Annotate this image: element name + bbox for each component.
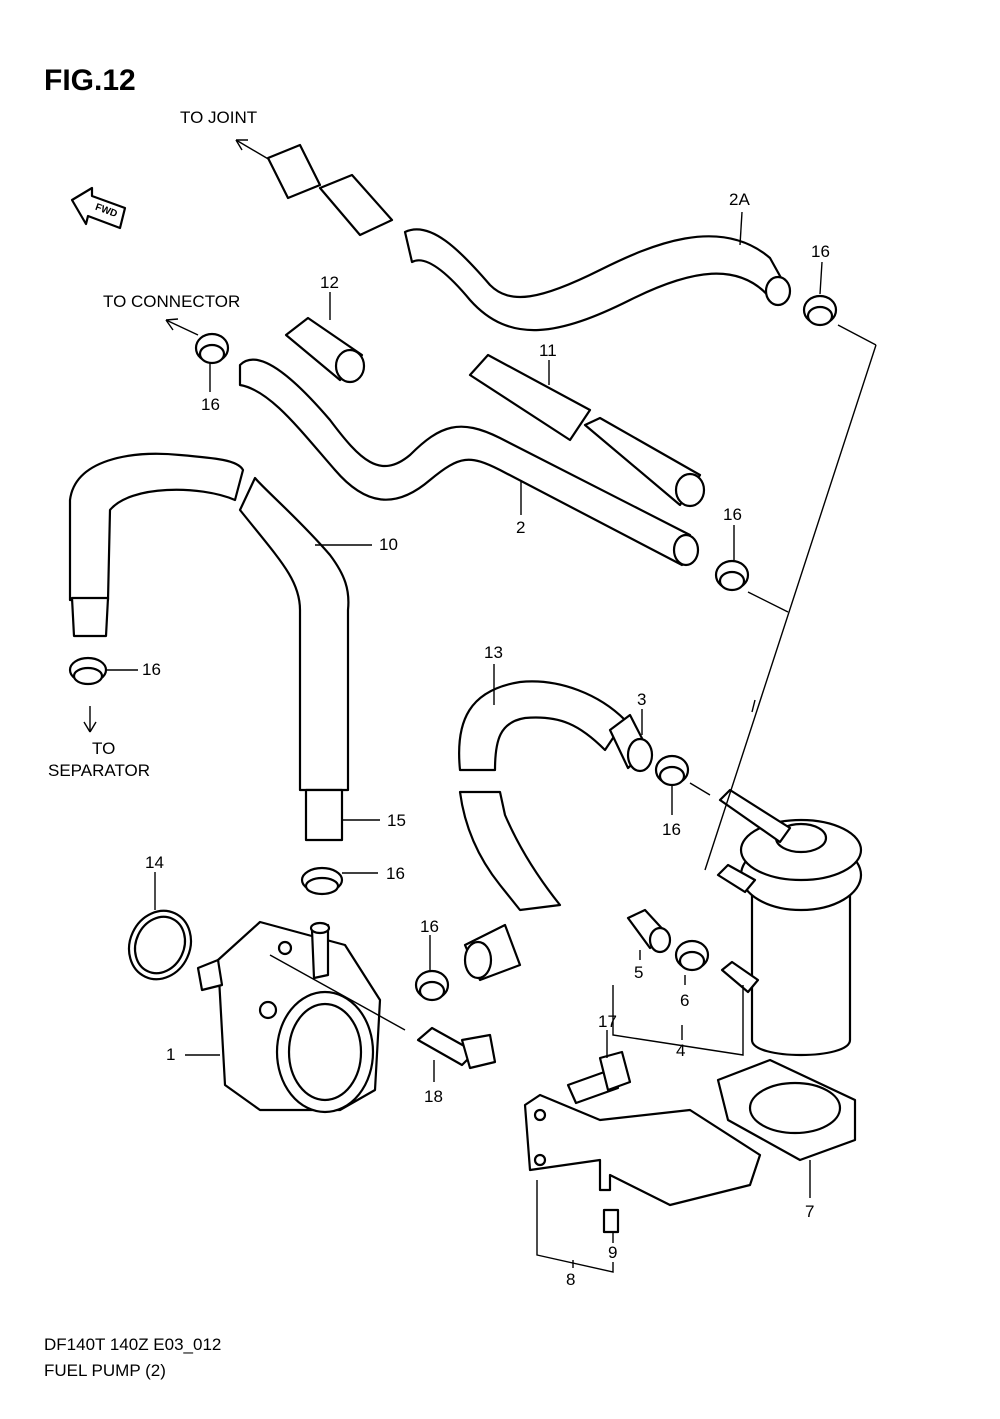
tube-end-15 (304, 788, 344, 842)
figure-title: FIG.12 (44, 64, 136, 97)
fuel-pump-1 (196, 920, 382, 1114)
fitting-5 (626, 908, 672, 954)
callout-15: 15 (387, 811, 406, 830)
callout-18: 18 (424, 1087, 443, 1106)
to-joint-label: TO JOINT (180, 108, 257, 127)
bolt-18 (416, 1026, 497, 1070)
callout-8: 8 (566, 1270, 575, 1289)
to-joint-arrow-icon (235, 139, 271, 161)
callout-7: 7 (805, 1202, 814, 1221)
leader-lines (107, 211, 877, 1273)
callout-2A: 2A (729, 190, 750, 209)
protector-11 (468, 353, 706, 508)
hose-2A (266, 143, 792, 332)
footer-model: DF140T 140Z E03_012 (44, 1335, 221, 1354)
to-connector-arrow-icon (165, 318, 199, 336)
callout-1: 1 (166, 1045, 175, 1064)
clamp-16-f (300, 866, 344, 896)
callout-4: 4 (676, 1041, 685, 1060)
to-separator-arrow-icon (83, 706, 97, 733)
callout-6: 6 (680, 991, 689, 1010)
callout-14: 14 (145, 853, 164, 872)
callout-16-d: 16 (142, 660, 161, 679)
clamp-16-b (194, 332, 230, 365)
callouts: 1 2 2A 3 4 5 6 7 8 9 10 11 12 13 14 15 1… (142, 190, 830, 1289)
hose-2 (238, 358, 700, 567)
connector-3 (608, 713, 654, 773)
filter-4 (716, 788, 863, 1057)
callout-11: 11 (539, 341, 557, 360)
hose-10 (68, 452, 350, 792)
to-connector-label: TO CONNECTOR (103, 292, 240, 311)
callout-16-a: 16 (811, 242, 830, 261)
footer-name: FUEL PUMP (2) (44, 1361, 166, 1380)
clamp-16-a (802, 294, 838, 327)
callout-10: 10 (379, 535, 398, 554)
o-ring-14 (127, 909, 193, 981)
clamp-16-d (68, 656, 108, 686)
bracket-8 (523, 1093, 762, 1207)
callout-17: 17 (598, 1012, 617, 1031)
to-separator-label-1: TO (92, 739, 115, 758)
fwd-arrow-icon: FWD (70, 186, 127, 230)
callout-2: 2 (516, 518, 525, 537)
callout-16-f: 16 (386, 864, 405, 883)
callout-16-g: 16 (420, 917, 439, 936)
spacer-9 (602, 1208, 620, 1234)
clamp-16-e (654, 754, 690, 787)
bolt-17 (566, 1050, 632, 1105)
sleeve-12 (284, 316, 366, 384)
to-separator-label-2: SEPARATOR (48, 761, 150, 780)
callout-13: 13 (484, 643, 503, 662)
clamp-16-c (714, 559, 750, 592)
clamp-6 (674, 939, 710, 972)
callout-16-c: 16 (723, 505, 742, 524)
hose-13 (458, 680, 627, 982)
bracket-7 (716, 1058, 857, 1162)
callout-16-b: 16 (201, 395, 220, 414)
callout-9: 9 (608, 1243, 617, 1262)
callout-12: 12 (320, 273, 339, 292)
clamp-16-g (414, 969, 450, 1002)
callout-5: 5 (634, 963, 643, 982)
callout-16-e: 16 (662, 820, 681, 839)
callout-3: 3 (637, 690, 646, 709)
